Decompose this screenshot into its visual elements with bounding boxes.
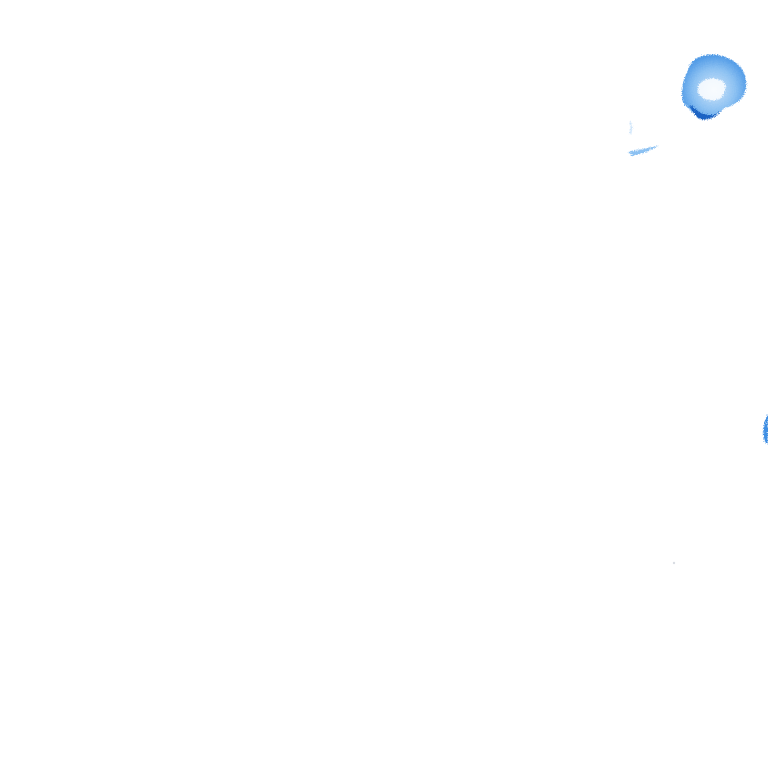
blue-paint-blob bbox=[681, 54, 747, 120]
pale-blue-brush-streak bbox=[628, 121, 658, 156]
blue-edge-speck bbox=[763, 414, 768, 444]
faint-grey-dot bbox=[672, 561, 676, 565]
